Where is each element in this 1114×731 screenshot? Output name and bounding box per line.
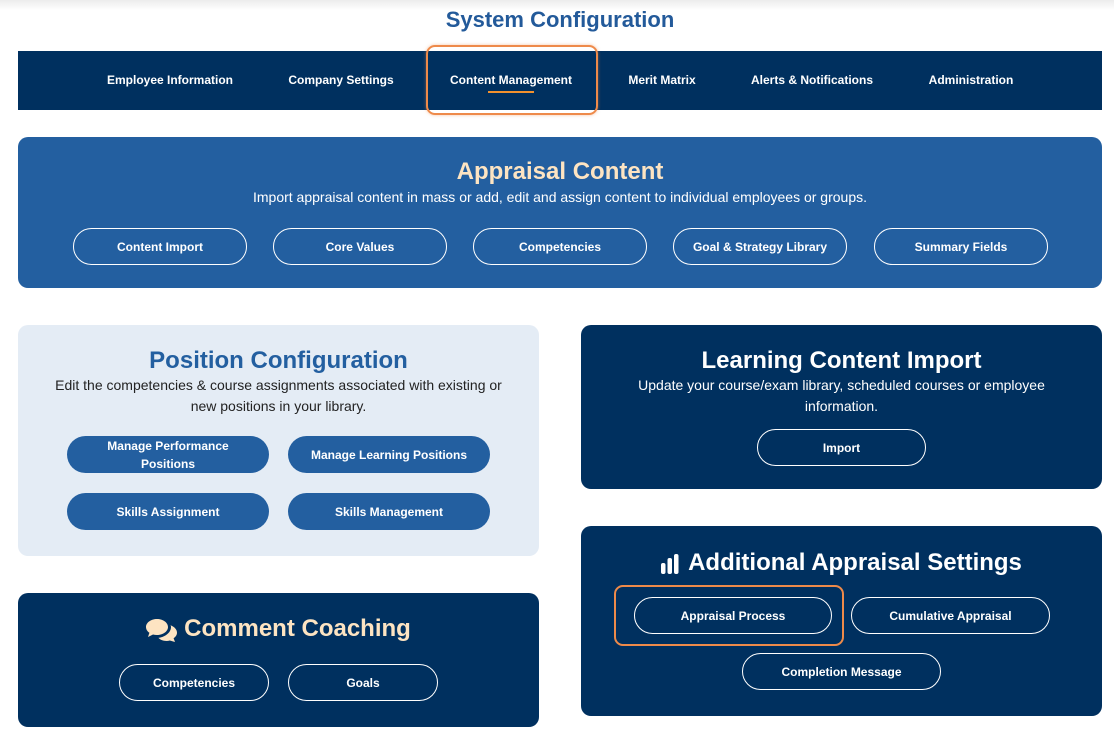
appraisal-process-button[interactable]: Appraisal Process bbox=[634, 597, 832, 634]
nav-highlight-frame bbox=[426, 45, 598, 115]
nav-alerts-notifications[interactable]: Alerts & Notifications bbox=[750, 73, 874, 87]
position-configuration-title: Position Configuration bbox=[149, 347, 408, 374]
nav-employee-information[interactable]: Employee Information bbox=[106, 73, 234, 87]
nav-administration[interactable]: Administration bbox=[928, 73, 1014, 87]
additional-appraisal-settings-panel: Additional Appraisal Settings Appraisal … bbox=[581, 526, 1102, 716]
nav-content-management[interactable]: Content Management bbox=[449, 73, 573, 87]
skills-management-button[interactable]: Skills Management bbox=[288, 493, 490, 530]
goal-strategy-library-button[interactable]: Goal & Strategy Library bbox=[673, 228, 847, 265]
cumulative-appraisal-button[interactable]: Cumulative Appraisal bbox=[851, 597, 1050, 634]
learning-description-line2: information. bbox=[804, 398, 879, 414]
comments-icon bbox=[146, 618, 178, 642]
comment-goals-button[interactable]: Goals bbox=[288, 664, 438, 701]
appraisal-content-title: Appraisal Content bbox=[456, 158, 664, 185]
additional-appraisal-settings-heading: Additional Appraisal Settings bbox=[581, 549, 1102, 577]
manage-learning-positions-button[interactable]: Manage Learning Positions bbox=[288, 436, 490, 473]
position-description-line1: Edit the competencies & course assignmen… bbox=[55, 377, 502, 393]
core-values-button[interactable]: Core Values bbox=[273, 228, 447, 265]
nav-active-underline bbox=[488, 91, 534, 93]
content-import-button[interactable]: Content Import bbox=[73, 228, 247, 265]
manage-performance-positions-button[interactable]: Manage Performance Positions bbox=[67, 436, 269, 473]
skills-assignment-button[interactable]: Skills Assignment bbox=[67, 493, 269, 530]
page-title: System Configuration bbox=[445, 7, 675, 32]
learning-content-import-title: Learning Content Import bbox=[701, 347, 982, 374]
top-shadow bbox=[0, 0, 1114, 10]
main-nav: Employee Information Company Settings Co… bbox=[18, 51, 1102, 110]
completion-message-button[interactable]: Completion Message bbox=[742, 653, 941, 690]
position-configuration-panel: Position Configuration Edit the competen… bbox=[18, 325, 539, 556]
nav-company-settings[interactable]: Company Settings bbox=[288, 73, 394, 87]
position-description-line2: new positions in your library. bbox=[190, 398, 367, 414]
nav-merit-matrix[interactable]: Merit Matrix bbox=[628, 73, 696, 87]
import-button[interactable]: Import bbox=[757, 429, 926, 466]
learning-content-import-panel: Learning Content Import Update your cour… bbox=[581, 325, 1102, 489]
comment-coaching-title: Comment Coaching bbox=[184, 615, 411, 642]
learning-description-line1: Update your course/exam library, schedul… bbox=[638, 377, 1045, 393]
additional-appraisal-settings-title: Additional Appraisal Settings bbox=[688, 549, 1022, 576]
summary-fields-button[interactable]: Summary Fields bbox=[874, 228, 1048, 265]
comment-coaching-panel: Comment Coaching Competencies Goals bbox=[18, 593, 539, 727]
comment-competencies-button[interactable]: Competencies bbox=[119, 664, 269, 701]
appraisal-process-highlight-frame bbox=[614, 585, 844, 646]
appraisal-content-description: Import appraisal content in mass or add,… bbox=[252, 189, 868, 205]
bar-chart-icon bbox=[661, 553, 679, 574]
competencies-button[interactable]: Competencies bbox=[473, 228, 647, 265]
appraisal-content-panel: Appraisal Content Import appraisal conte… bbox=[18, 137, 1102, 288]
comment-coaching-heading: Comment Coaching bbox=[18, 615, 539, 643]
